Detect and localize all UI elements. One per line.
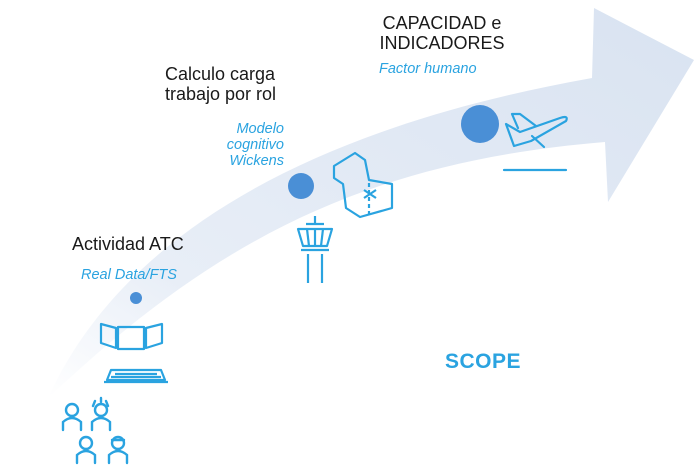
- stage-subtitle-capacity: Factor humano: [379, 61, 477, 77]
- stage-title-workload-line1: Calculo carga: [165, 64, 276, 84]
- stage-subtitle-activity: Real Data/FTS: [81, 267, 177, 283]
- control-tower-icon: [296, 216, 334, 283]
- stage-dot-activity: [130, 292, 142, 304]
- stage-title-capacity-line1: CAPACIDAD e: [382, 13, 502, 33]
- stage-dot-capacity: [461, 105, 499, 143]
- stage-title-capacity-line2: INDICADORES: [379, 33, 505, 54]
- stage-title-capacity: CAPACIDAD e INDICADORES: [372, 13, 512, 53]
- stage-dot-workload: [288, 173, 314, 199]
- people-icon: [61, 396, 129, 465]
- stage-title-activity: Actividad ATC: [72, 234, 184, 254]
- scope-label: SCOPE: [445, 350, 522, 373]
- stage-title-workload-line2: trabajo por rol: [165, 84, 277, 105]
- stage-title-workload: Calculo carga trabajo por rol: [165, 64, 276, 104]
- atc-workstation-icon: [99, 322, 168, 384]
- stage-subtitle-workload-line2: cognitivo: [226, 137, 284, 154]
- airspace-map-icon: [332, 151, 394, 219]
- stage-subtitle-workload: Modelo cognitivo Wickens: [196, 121, 284, 170]
- stage-subtitle-workload-line1: Modelo: [236, 121, 284, 137]
- airplane-takeoff-icon: [502, 112, 568, 172]
- stage-subtitle-workload-line3: Wickens: [229, 153, 284, 170]
- progress-arrow: [48, 8, 694, 398]
